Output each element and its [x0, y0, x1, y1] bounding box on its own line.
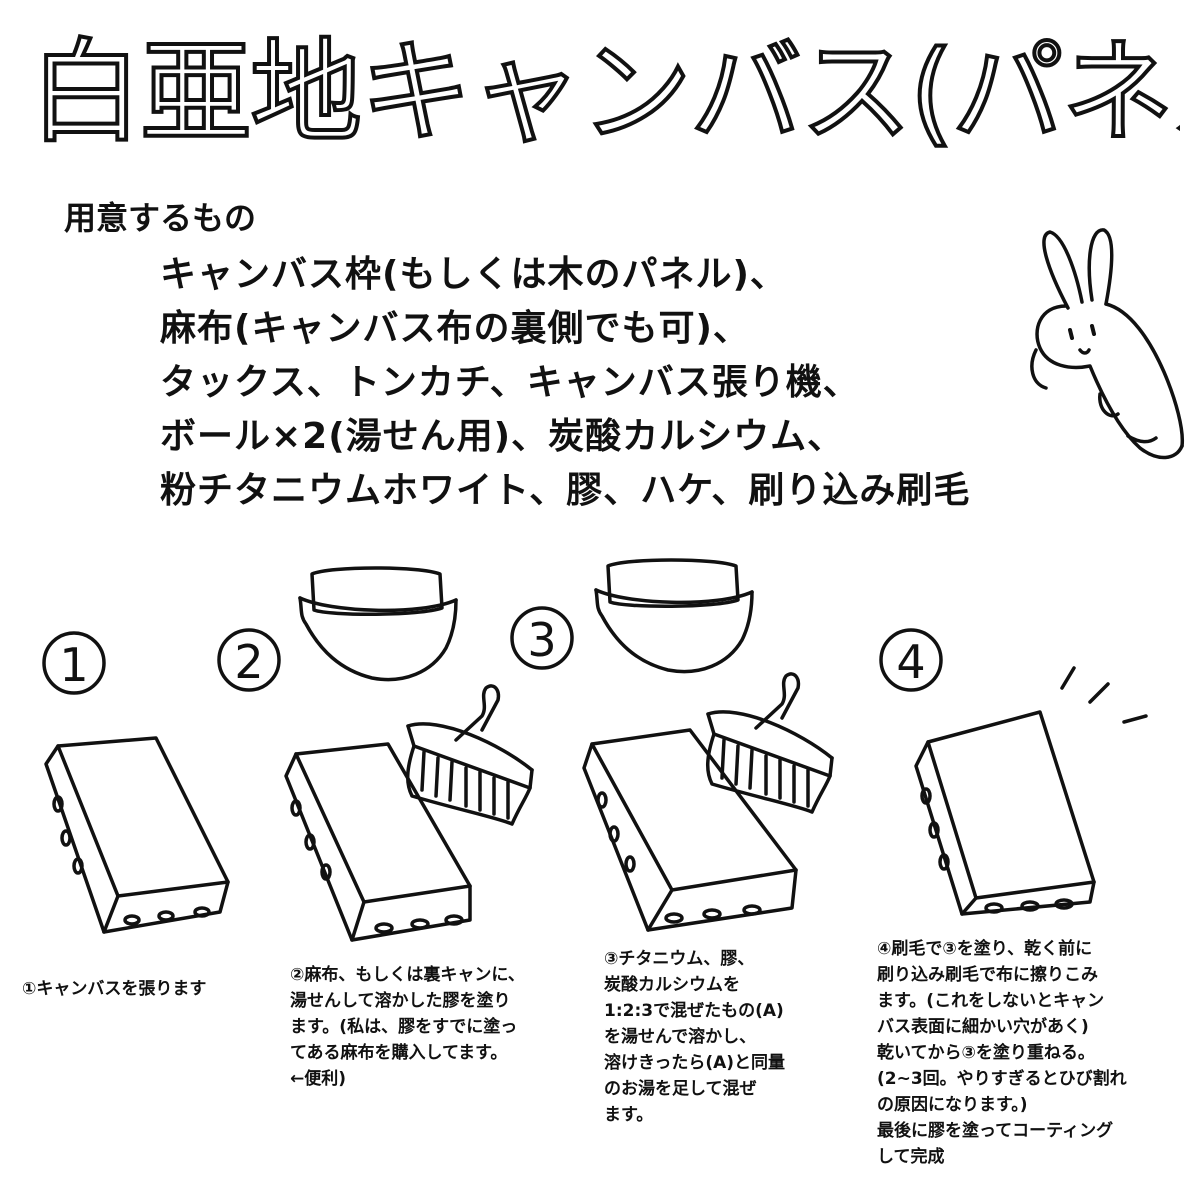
- svg-text:1: 1: [59, 638, 88, 692]
- prep-item: 麻布(キャンバス布の裏側でも可)、: [160, 308, 750, 349]
- step-2-text: ②麻布、もしくは裏キャンに、 湯せんして溶かした膠を塗り ます。(私は、膠をすで…: [290, 965, 525, 1089]
- brush-icon: [406, 684, 534, 826]
- prep-list: キャンバス枠(もしくは木のパネル)、 麻布(キャンバス布の裏側でも可)、 タック…: [160, 248, 970, 518]
- prep-item: ボール×2(湯せん用)、炭酸カルシウム、: [160, 416, 845, 457]
- step-3-text: ③チタニウム、膠、 炭酸カルシウムを 1:2:3で混ぜたもの(A) を湯せんで溶…: [604, 949, 786, 1125]
- brush-icon: [706, 672, 834, 814]
- step-number-4: 4: [879, 628, 943, 692]
- prep-item: 粉チタニウムホワイト、膠、ハケ、刷り込み刷毛: [160, 470, 971, 511]
- step-number-2: 2: [217, 628, 281, 692]
- step-number-1: 1: [42, 631, 106, 695]
- canvas-icon: [914, 710, 1096, 916]
- step-1-text: ①キャンバスを張ります: [22, 979, 207, 999]
- canvas-icon: [284, 742, 472, 942]
- prep-item: タックス、トンカチ、キャンバス張り機、: [160, 362, 860, 403]
- canvas-icon: [44, 736, 230, 934]
- svg-text:4: 4: [896, 635, 925, 689]
- rabbit-icon: [1030, 228, 1185, 460]
- bowl-icon: [298, 566, 458, 682]
- svg-text:3: 3: [527, 613, 556, 667]
- prep-heading: 用意するもの: [64, 199, 257, 237]
- page-title: 白亜地キャンバス(パネル)の作り方: [30, 26, 1180, 160]
- canvas-icon: [582, 728, 798, 932]
- svg-text:2: 2: [234, 635, 263, 689]
- prep-item: キャンバス枠(もしくは木のパネル)、: [160, 254, 787, 295]
- step-4-text: ④刷毛で③を塗り、乾く前に 刷り込み刷毛で布に擦りこみ ます。(これをしないとキ…: [877, 939, 1127, 1167]
- bowl-icon: [594, 558, 754, 674]
- sparkle-icon: [1060, 666, 1148, 724]
- step-number-3: 3: [510, 606, 574, 670]
